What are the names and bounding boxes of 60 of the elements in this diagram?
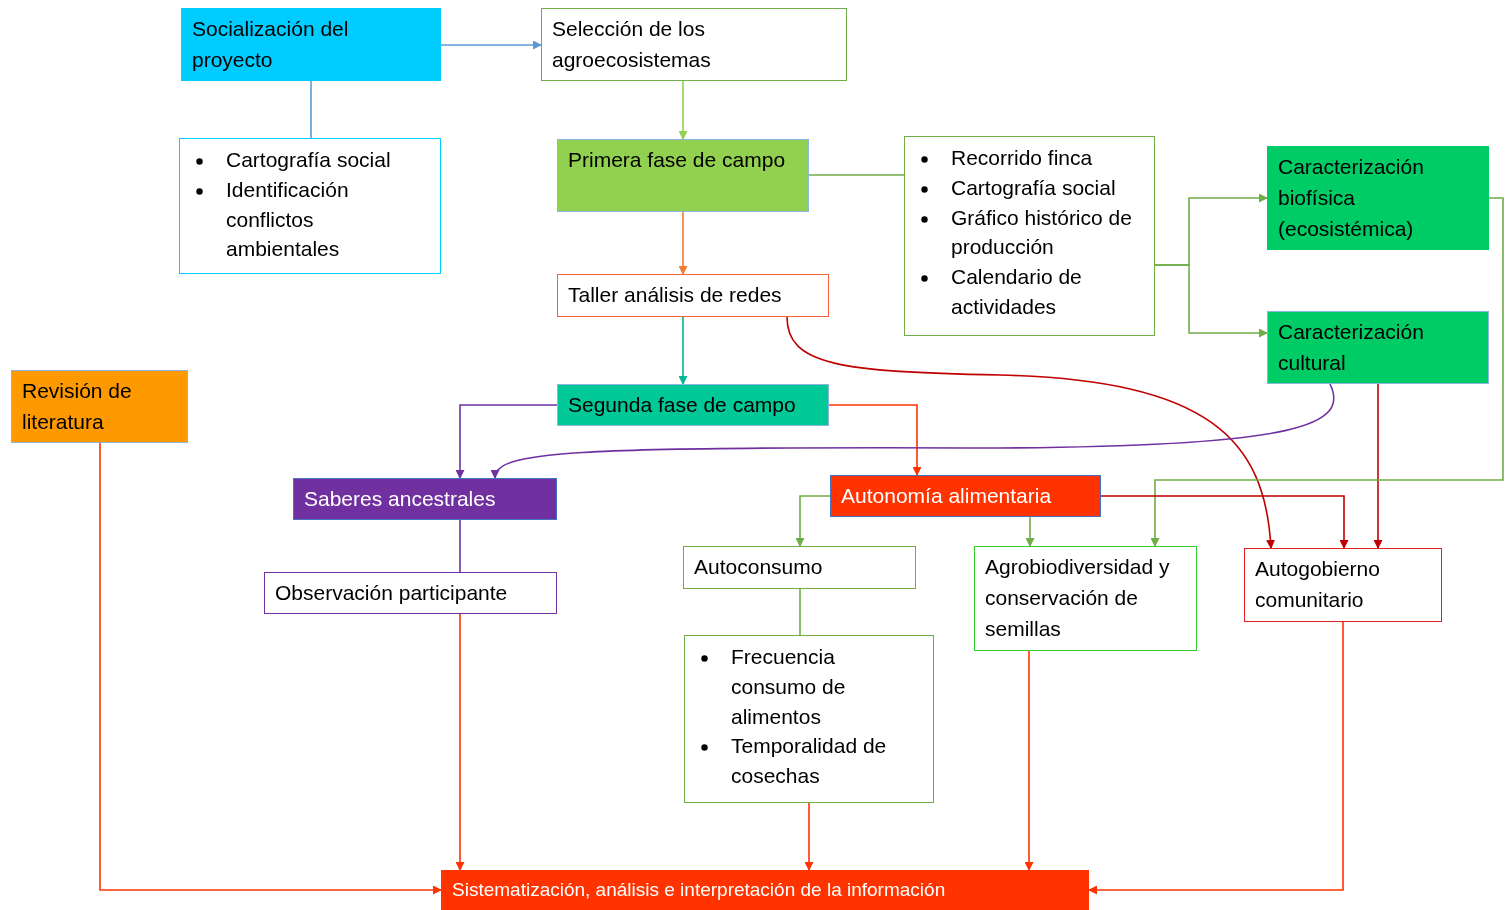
box-label: Taller análisis de redes [568, 282, 783, 308]
box-label: Segunda fase de campo [568, 392, 797, 418]
bullet-text: Recorrido finca [951, 145, 1094, 171]
connector-arrow [1150, 197, 1504, 547]
box-label: Caracterización cultural [1278, 319, 1425, 377]
connector-arrow [678, 316, 688, 385]
connector-arrow [455, 404, 558, 479]
process-box [974, 546, 1197, 651]
connector-arrow [1024, 650, 1034, 871]
process-box [1267, 146, 1489, 250]
connector-arrow [1100, 495, 1349, 549]
bullet-text: Calendario de actividades [951, 264, 1083, 321]
box-label: Agrobiodiversidad y conservación de semillas [985, 554, 1171, 643]
connector-arrow [440, 40, 542, 50]
connector-arrow [795, 495, 831, 547]
connector-arrow [828, 404, 922, 476]
process-box [181, 8, 441, 81]
bullet-text: Cartografía social [226, 147, 392, 173]
process-box [830, 475, 1101, 517]
box-label: Primera fase de campo [568, 147, 787, 173]
process-box [683, 546, 916, 589]
box-label: Autogobierno comunitario [1255, 556, 1381, 614]
box-label: Autonomía alimentaria [841, 483, 1053, 509]
connector-arrow [455, 613, 465, 871]
list-box [904, 136, 1155, 336]
box-label: Sistematización, análisis e interpretación de la información [452, 877, 947, 902]
connector-arrow [786, 316, 1275, 549]
process-box [1267, 311, 1489, 384]
process-box [557, 384, 829, 426]
connector-arrow [99, 442, 442, 895]
connector-arrow [1373, 383, 1383, 549]
box-label: Observación participante [275, 580, 509, 606]
process-box [557, 139, 809, 212]
process-box [557, 274, 829, 317]
connector-arrow [1088, 621, 1344, 895]
process-box [541, 8, 847, 81]
list-box [684, 635, 934, 803]
box-label: Caracterización biofísica (ecosistémica) [1278, 154, 1425, 243]
box-label: Selección de los agroecosistemas [552, 16, 712, 74]
list-box [179, 138, 441, 274]
process-box [293, 478, 557, 520]
connector-arrow [678, 80, 688, 140]
process-box [441, 870, 1089, 910]
process-box [1244, 548, 1442, 622]
connector-arrow [1025, 516, 1035, 547]
box-label: Socialización del proyecto [192, 16, 350, 74]
bullet-text: Temporalidad de cosechas [731, 733, 888, 790]
bullet-text: Cartografía social [951, 174, 1117, 201]
box-label: Revisión de literatura [22, 378, 133, 436]
process-box [264, 572, 557, 614]
box-label: Saberes ancestrales [304, 486, 497, 512]
bullet-text: Frecuencia consumo de alimentos [731, 644, 847, 730]
connector-arrow [492, 383, 1335, 479]
connector-arrow [1154, 264, 1268, 338]
process-box [11, 370, 188, 443]
connector-arrow [804, 802, 814, 871]
bullet-text: Identificación conflictos ambientales [226, 176, 350, 263]
connector-arrow [678, 211, 688, 275]
bullet-text: Gráfico histórico de producción [951, 204, 1133, 261]
box-label: Autoconsumo [694, 554, 824, 580]
